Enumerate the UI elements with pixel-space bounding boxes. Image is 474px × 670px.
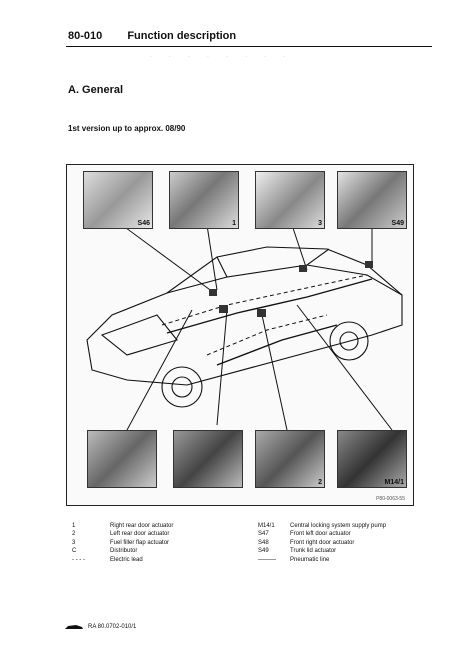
detail-photo-1: 1: [169, 171, 239, 229]
page-heading: A. General: [68, 84, 124, 96]
diagram-frame: S46 1 3 S49 2 M14/1 P80-0063-55: [66, 164, 414, 506]
scan-noise: · · · · · · · ·: [150, 54, 294, 60]
detail-photo-3: 3: [255, 171, 325, 229]
detail-photo-s46: S46: [83, 171, 153, 229]
detail-photo-bottom-1: [87, 430, 157, 488]
car-logo-icon: [65, 625, 83, 629]
detail-photo-m14-1: M14/1: [337, 430, 407, 488]
photo-tag: M14/1: [384, 479, 404, 486]
section-number: 80-010: [68, 30, 103, 42]
detail-photo-2: 2: [255, 430, 325, 488]
section-title: Function description: [127, 30, 237, 42]
photo-tag: S46: [137, 220, 150, 227]
legend-item: ———Pneumatic line: [258, 556, 330, 563]
page-subheading: 1st version up to approx. 08/90: [68, 124, 186, 133]
detail-photo-s49: S49: [337, 171, 407, 229]
car-diagram: [86, 224, 403, 431]
header-rule: [66, 46, 432, 47]
detail-photo-bottom-2: [173, 430, 243, 488]
photo-tag: 2: [318, 479, 322, 486]
figure-code: P80-0063-55: [376, 496, 405, 502]
photo-tag: 3: [318, 220, 322, 227]
legend-item: - - - -Electric lead: [72, 556, 143, 563]
footer-reference: RA 80.0702-010/1: [88, 624, 137, 630]
photo-tag: S49: [391, 220, 404, 227]
page-header: 80-010 Function description: [68, 30, 236, 42]
photo-tag: 1: [232, 220, 236, 227]
